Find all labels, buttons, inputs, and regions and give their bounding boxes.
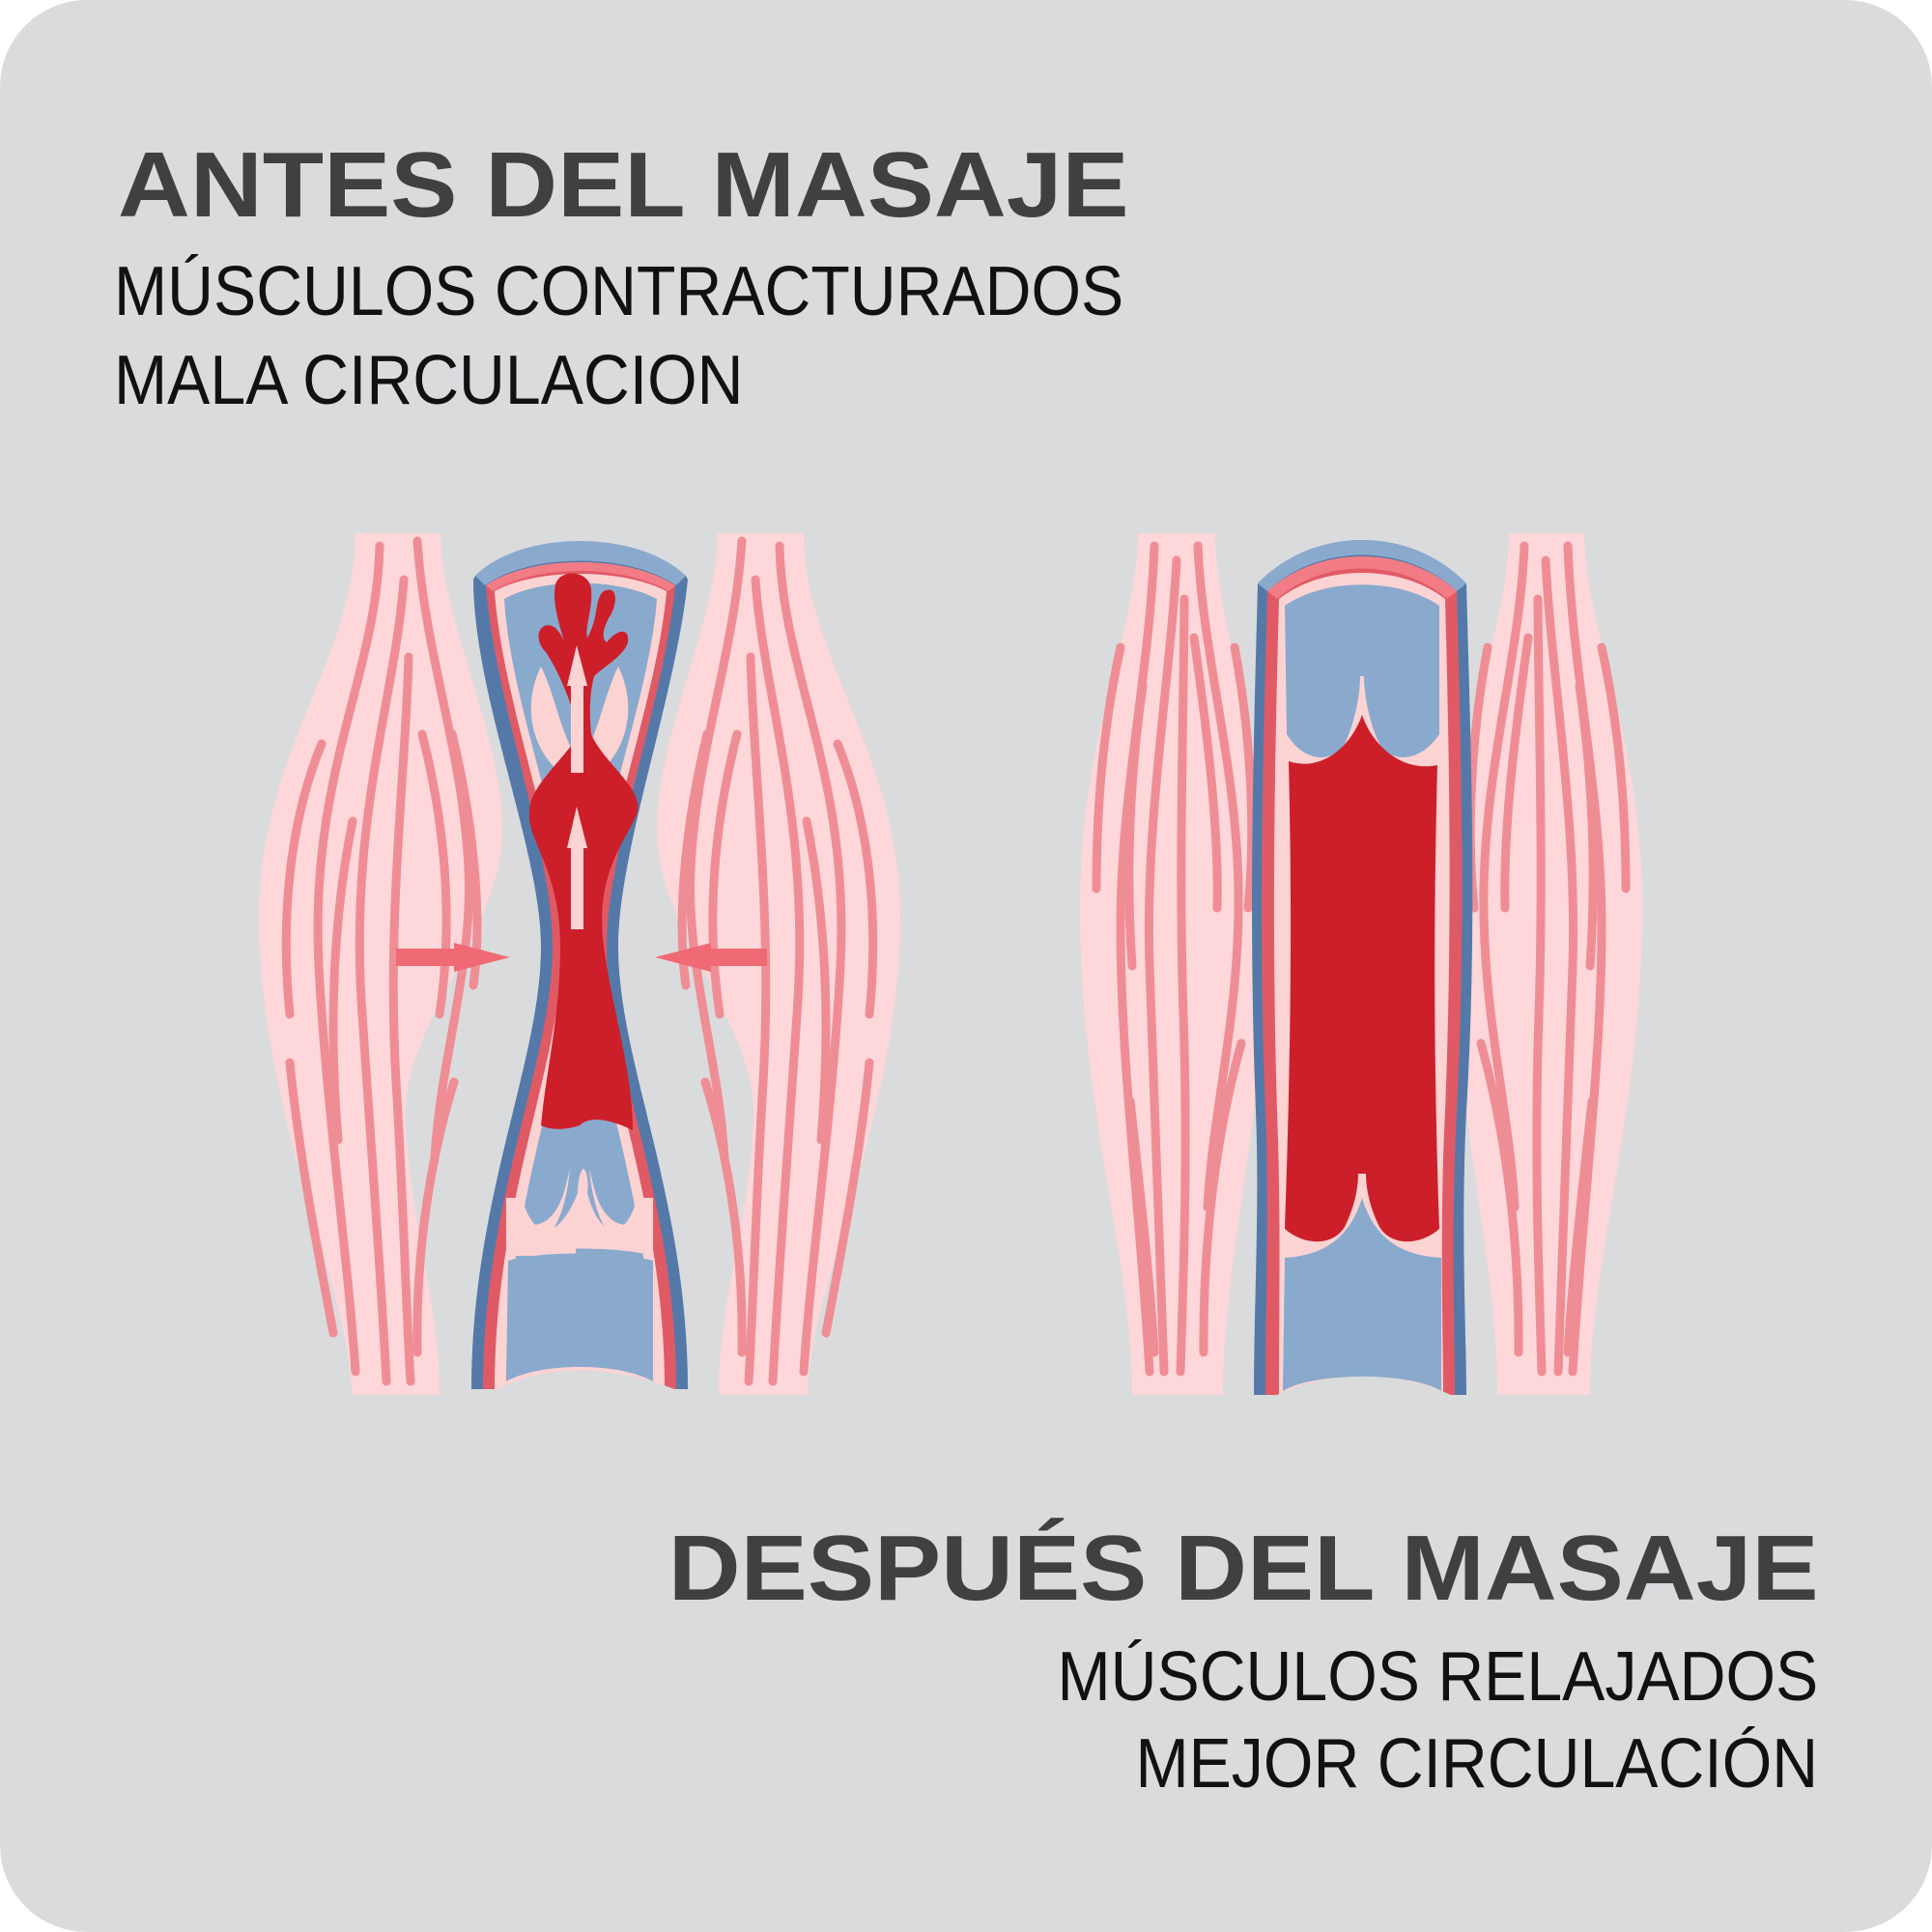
before-line-1: MÚSCULOS CONTRACTURADOS [114, 253, 1124, 330]
upward-flow-arrow-icon [567, 807, 587, 929]
before-line-2: MALA CIRCULACION [114, 342, 744, 419]
after-diagram [1080, 533, 1642, 1397]
after-title: DESPUÉS DEL MASAJE [668, 1517, 1818, 1620]
after-blood-column [1285, 715, 1439, 1242]
before-diagram [259, 533, 900, 1396]
before-right-muscle-fibers [677, 536, 878, 1386]
upward-flow-arrow-icon [567, 645, 587, 773]
after-vein [1252, 540, 1473, 1397]
before-vein [471, 541, 690, 1396]
pressure-arrow-left-icon [655, 943, 767, 972]
after-left-muscle-fibers [1092, 541, 1257, 1377]
pressure-arrow-right-icon [396, 943, 510, 972]
after-line-1: MÚSCULOS RELAJADOS [1057, 1638, 1818, 1716]
after-right-muscle-fibers [1465, 541, 1631, 1377]
after-line-2: MEJOR CIRCULACIÓN [1135, 1725, 1818, 1803]
before-title: ANTES DEL MASAJE [118, 133, 1129, 237]
after-left-muscle [1080, 533, 1267, 1395]
before-blood-pool [528, 573, 639, 1130]
